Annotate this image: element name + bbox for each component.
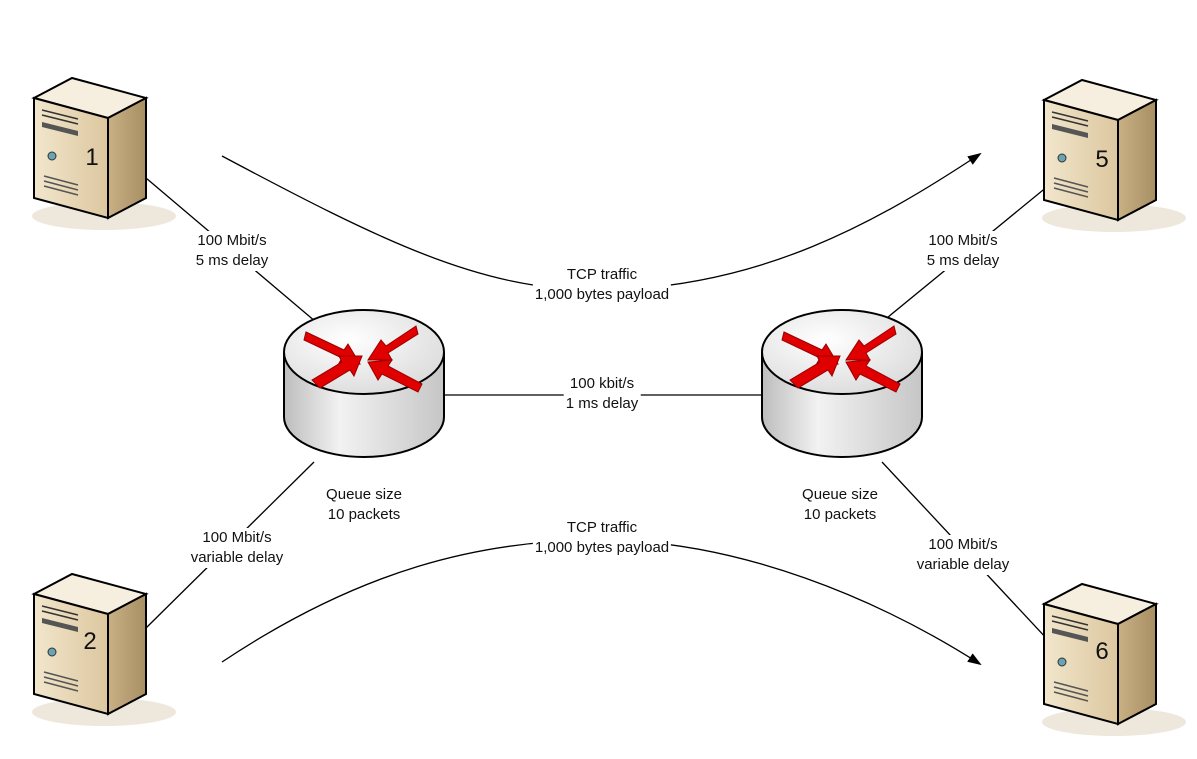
link-label-middle-speed: 100 kbit/s <box>569 375 635 392</box>
flow-label-top-payload: 1,000 bytes payload <box>534 286 670 303</box>
server-2-label: 2 <box>83 628 97 655</box>
flow-label-top: TCP traffic 1,000 bytes payload <box>532 265 672 305</box>
router-left-queue-size: Queue size <box>326 486 402 503</box>
flow-label-bottom: TCP traffic 1,000 bytes payload <box>532 518 672 558</box>
flow-label-top-protocol: TCP traffic <box>566 266 638 283</box>
link-label-bottom-right-speed: 100 Mbit/s <box>928 536 998 553</box>
router-left-queue-packets: 10 packets <box>327 506 401 523</box>
link-label-middle-delay: 1 ms delay <box>565 395 639 412</box>
server-6-icon <box>1041 583 1187 737</box>
flow-label-bottom-protocol: TCP traffic <box>566 519 638 536</box>
server-1-icon <box>31 77 177 231</box>
router-left-queue-label: Queue size 10 packets <box>326 485 402 525</box>
flow-arrow-bottom <box>221 539 982 666</box>
server-1-label: 1 <box>85 144 99 171</box>
server-5-label: 5 <box>1095 146 1109 173</box>
flow-label-bottom-payload: 1,000 bytes payload <box>534 539 670 556</box>
link-label-top-left-speed: 100 Mbit/s <box>197 232 267 249</box>
router-right-queue-label: Queue size 10 packets <box>802 485 878 525</box>
router-right-icon <box>761 309 923 458</box>
server-2-icon <box>31 573 177 727</box>
link-label-middle: 100 kbit/s 1 ms delay <box>563 374 641 414</box>
link-label-bottom-left: 100 Mbit/s variable delay <box>188 528 286 568</box>
router-left-icon <box>283 309 445 458</box>
router-right-queue-packets: 10 packets <box>803 506 877 523</box>
server-6-label: 6 <box>1095 638 1109 665</box>
link-label-top-right-speed: 100 Mbit/s <box>928 232 998 249</box>
router-right-queue-size: Queue size <box>802 486 878 503</box>
link-label-bottom-left-speed: 100 Mbit/s <box>202 529 272 546</box>
link-label-top-right: 100 Mbit/s 5 ms delay <box>924 231 1002 271</box>
link-label-bottom-right: 100 Mbit/s variable delay <box>914 535 1012 575</box>
link-label-bottom-left-delay: variable delay <box>190 549 284 566</box>
link-label-top-right-delay: 5 ms delay <box>926 252 1000 269</box>
server-5-icon <box>1041 79 1187 233</box>
link-label-bottom-right-delay: variable delay <box>916 556 1010 573</box>
link-label-top-left: 100 Mbit/s 5 ms delay <box>193 231 271 271</box>
link-label-top-left-delay: 5 ms delay <box>195 252 269 269</box>
